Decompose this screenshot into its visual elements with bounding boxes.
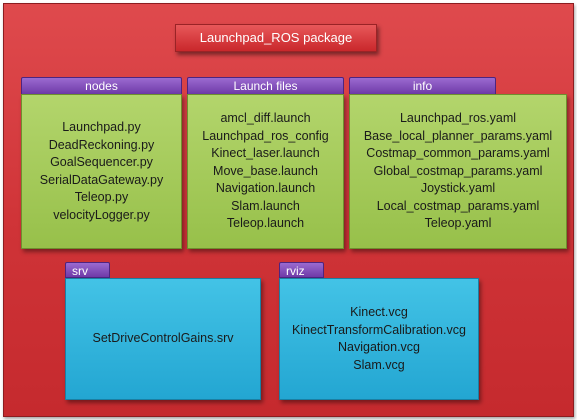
node-item: DeadReckoning.py: [48, 137, 155, 152]
launch-files-box: amcl_diff.launch Launchpad_ros_config Ki…: [187, 94, 344, 249]
info-item: Global_costmap_params.yaml: [373, 163, 543, 178]
info-item: Teleop.yaml: [424, 216, 492, 231]
srv-item: SetDriveControlGains.srv: [92, 331, 234, 346]
info-item: Joystick.yaml: [420, 181, 496, 196]
nodes-header: nodes: [21, 77, 182, 95]
launch-file-item: Navigation.launch: [215, 181, 316, 196]
info-item: Base_local_planner_params.yaml: [363, 128, 553, 143]
rviz-item: KinectTransformCalibration.vcg: [292, 322, 466, 337]
launch-file-item: Move_base.launch: [213, 163, 318, 178]
info-item: Costmap_common_params.yaml: [366, 146, 550, 161]
launch-file-item: Slam.launch: [231, 198, 300, 213]
srv-box: SetDriveControlGains.srv: [65, 278, 261, 400]
info-header: info: [349, 77, 496, 95]
srv-header: srv: [65, 262, 110, 278]
rviz-box: Kinect.vcg KinectTransformCalibration.vc…: [279, 278, 479, 400]
nodes-box: Launchpad.py DeadReckoning.py GoalSequen…: [21, 94, 182, 249]
rviz-item: Kinect.vcg: [350, 305, 408, 319]
launch-files-header: Launch files: [187, 77, 344, 95]
node-item: velocityLogger.py: [53, 207, 150, 222]
launch-file-item: amcl_diff.launch: [220, 111, 311, 126]
node-item: GoalSequencer.py: [50, 155, 153, 169]
launch-file-item: Kinect_laser.launch: [211, 146, 320, 161]
node-item: Teleop.py: [74, 190, 129, 204]
rviz-header: rviz: [279, 262, 324, 278]
launch-file-item: Teleop.launch: [226, 216, 305, 231]
info-item: Launchpad_ros.yaml: [399, 111, 517, 126]
info-box: Launchpad_ros.yaml Base_local_planner_pa…: [349, 94, 567, 249]
node-item: Launchpad.py: [62, 120, 141, 134]
package-title: Launchpad_ROS package: [175, 24, 377, 52]
node-item: SerialDataGateway.py: [39, 172, 164, 187]
launch-file-item: Launchpad_ros_config: [202, 128, 329, 143]
rviz-item: Navigation.vcg: [338, 340, 420, 354]
info-item: Local_costmap_params.yaml: [376, 198, 540, 213]
rviz-item: Slam.vcg: [353, 357, 405, 372]
